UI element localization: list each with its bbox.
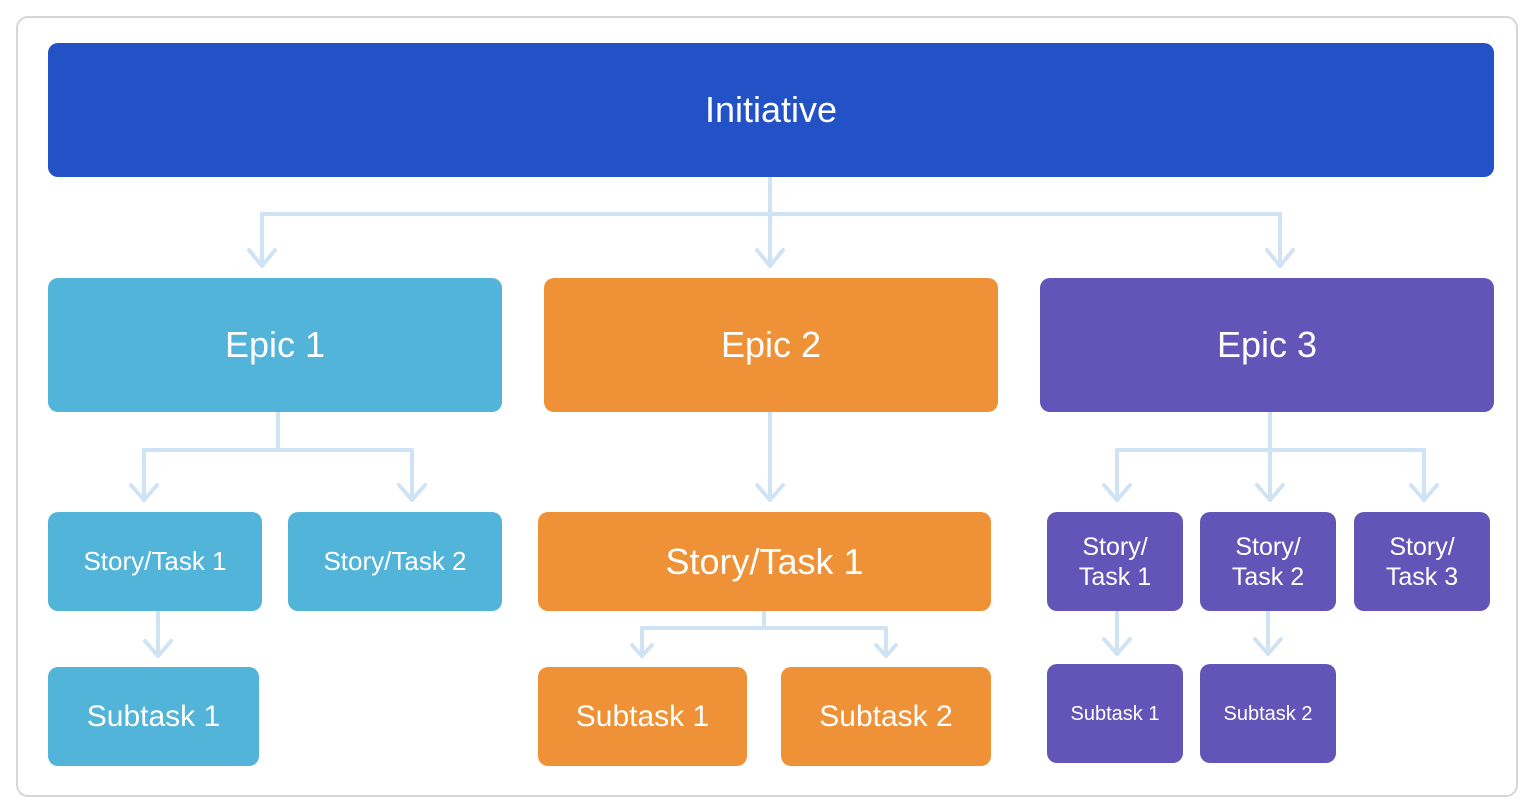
epic3-subtask2-label: Subtask 2	[1224, 702, 1313, 726]
epic3-story2-label: Story/ Task 2	[1232, 532, 1304, 592]
epic3-story2-box: Story/ Task 2	[1200, 512, 1336, 611]
epic3-subtask1-box: Subtask 1	[1047, 664, 1183, 763]
epic3-subtask2-box: Subtask 2	[1200, 664, 1336, 763]
epic3-subtask1-label: Subtask 1	[1071, 702, 1160, 726]
epic2-box: Epic 2	[544, 278, 998, 412]
epic3-story1-label: Story/ Task 1	[1079, 532, 1151, 592]
epic2-label: Epic 2	[721, 323, 821, 366]
epic1-story1-label: Story/Task 1	[83, 546, 226, 577]
initiative-box: Initiative	[48, 43, 1494, 177]
epic3-label: Epic 3	[1217, 323, 1317, 366]
epic1-story1-box: Story/Task 1	[48, 512, 262, 611]
epic2-subtask1-box: Subtask 1	[538, 667, 747, 766]
epic1-label: Epic 1	[225, 323, 325, 366]
epic3-story1-box: Story/ Task 1	[1047, 512, 1183, 611]
epic2-subtask1-label: Subtask 1	[576, 699, 709, 735]
epic3-story3-box: Story/ Task 3	[1354, 512, 1490, 611]
epic2-story1-box: Story/Task 1	[538, 512, 991, 611]
epic1-subtask1-label: Subtask 1	[87, 699, 220, 735]
epic1-story2-box: Story/Task 2	[288, 512, 502, 611]
epic1-box: Epic 1	[48, 278, 502, 412]
epic2-subtask2-label: Subtask 2	[819, 699, 952, 735]
epic1-story2-label: Story/Task 2	[323, 546, 466, 577]
epic1-subtask1-box: Subtask 1	[48, 667, 259, 766]
epic3-box: Epic 3	[1040, 278, 1494, 412]
epic3-story3-label: Story/ Task 3	[1386, 532, 1458, 592]
epic2-subtask2-box: Subtask 2	[781, 667, 991, 766]
epic2-story1-label: Story/Task 1	[665, 540, 863, 583]
initiative-label: Initiative	[705, 88, 837, 131]
